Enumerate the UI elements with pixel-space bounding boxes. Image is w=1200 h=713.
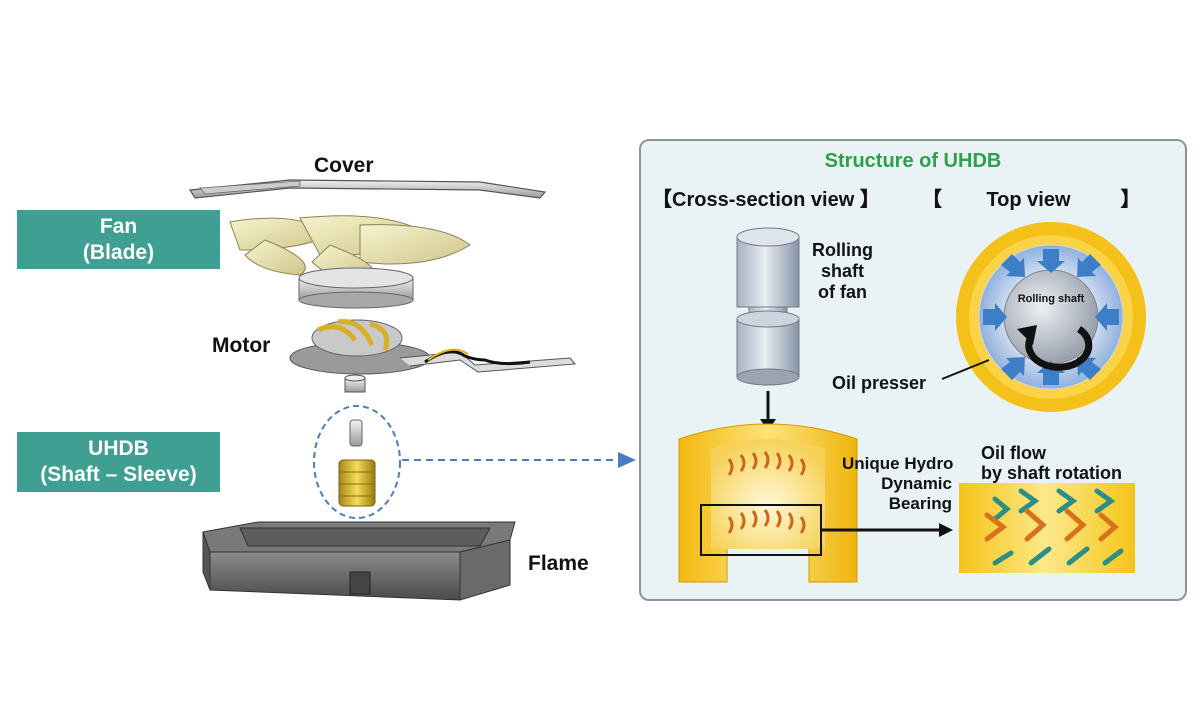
top-view-bearing xyxy=(941,222,1146,412)
motor-stator xyxy=(289,318,577,375)
oil-flow-label-line1: Oil flow xyxy=(981,443,1046,463)
cover-plate xyxy=(188,179,547,199)
motor-label: Motor xyxy=(212,334,271,357)
bearing-label-line2: Dynamic xyxy=(881,474,952,493)
cross-section-header: 【Cross-section view 】 xyxy=(652,189,880,211)
rotor-magnet-ring xyxy=(298,267,414,309)
shaft-label-line1: Rolling xyxy=(812,240,873,260)
uhdb-tag-line1: UHDB xyxy=(88,437,149,460)
shaft-label: Rolling shaft of fan xyxy=(812,240,873,303)
uhdb-structure-drawing: Rolling shaft xyxy=(678,222,1146,583)
bearing-label-line1: Unique Hydro xyxy=(842,454,954,473)
fan-blade-tag: Fan (Blade) xyxy=(17,210,220,269)
frame xyxy=(202,521,516,601)
fan-tag-line1: Fan xyxy=(99,214,138,238)
uhdb-tag: UHDB (Shaft – Sleeve) xyxy=(17,432,220,492)
panel-title: Structure of UHDB xyxy=(824,150,1002,172)
bushing xyxy=(344,374,366,393)
bearing-label: Unique Hydro Dynamic Bearing xyxy=(842,454,954,514)
shaft-label-line2: shaft xyxy=(820,261,864,281)
sleeve-cross-section xyxy=(678,423,858,583)
oil-presser-leader xyxy=(941,359,990,380)
sleeve xyxy=(338,459,376,507)
top-view-header: 【 Top view 】 xyxy=(922,189,1141,211)
shaft xyxy=(349,419,363,447)
flame-label: Flame xyxy=(528,552,589,575)
oil-flow-detail xyxy=(959,483,1135,573)
uhdb-tag-line2: (Shaft – Sleeve) xyxy=(40,463,197,486)
fan-tag-line2: (Blade) xyxy=(82,240,155,264)
rolling-shaft-inner-label: Rolling shaft xyxy=(1018,293,1085,305)
exploded-fan-illustration xyxy=(188,179,636,601)
rolling-shaft-3d xyxy=(736,227,800,386)
shaft-label-line3: of fan xyxy=(818,282,867,302)
oil-flow-label-line2: by shaft rotation xyxy=(981,463,1123,483)
oil-flow-label: Oil flow by shaft rotation xyxy=(981,443,1122,483)
connector-arrow xyxy=(402,452,636,468)
cover-label: Cover xyxy=(314,154,374,177)
oil-presser-label: Oil presser xyxy=(832,373,927,393)
uhdb-highlight-ellipse xyxy=(313,405,401,519)
bearing-label-line3: Bearing xyxy=(888,494,952,513)
